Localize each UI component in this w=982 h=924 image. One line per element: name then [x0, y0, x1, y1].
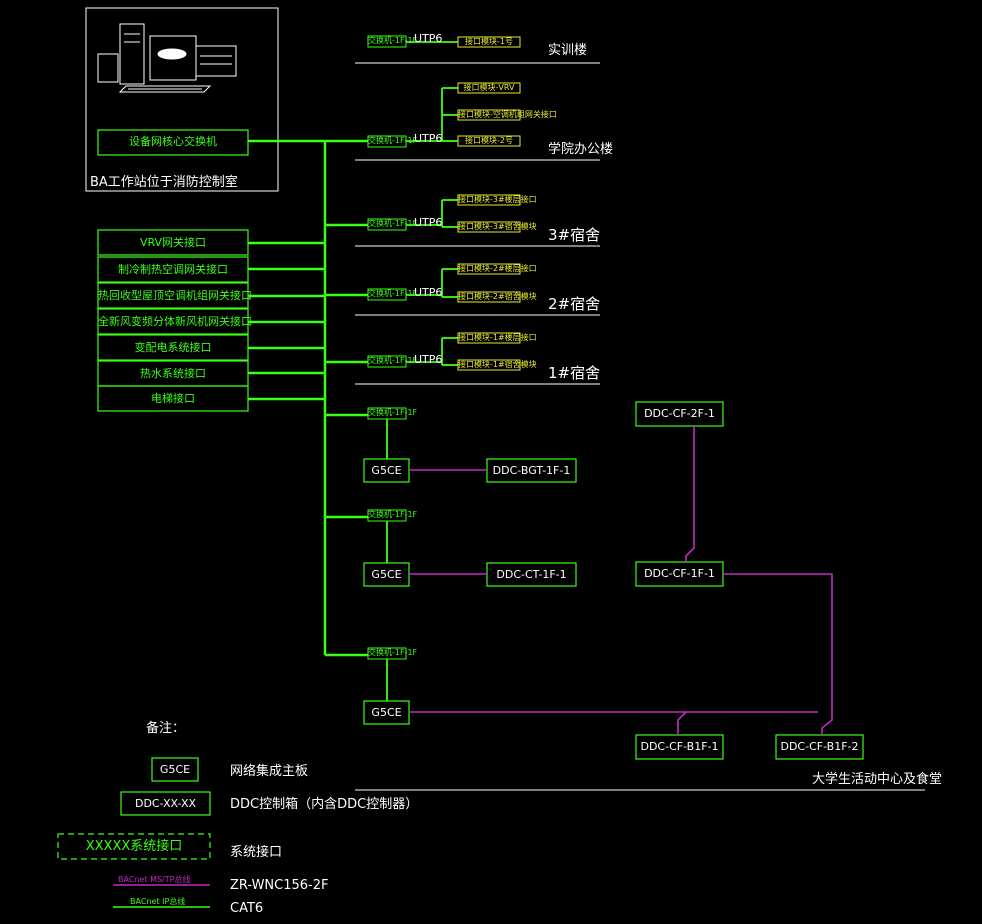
node-label: 接口模块-空调机组网关接口	[458, 110, 557, 119]
g5ce-label: G5CE	[371, 568, 402, 581]
building-switches	[367, 35, 407, 660]
ddc-label: DDC-CF-2F-1	[644, 407, 715, 420]
building-name: 实训楼	[548, 43, 588, 58]
building-switch-label: 交换机-1F-1F	[368, 356, 418, 365]
workstation-frame	[85, 7, 279, 192]
legend-mstp-desc: ZR-WNC156-2F	[230, 878, 329, 893]
gateway-elevator: 电梯接口	[151, 392, 195, 405]
gateway-hotwater: 热水系统接口	[140, 367, 206, 380]
legend-ddc-desc: DDC控制箱（内含DDC控制器）	[230, 797, 419, 812]
g5ce-switch-label: 交换机-1F-1F	[368, 510, 418, 519]
building-switch-label: 交换机-1F-1F	[368, 36, 418, 45]
node-label: 接口模块-1#楼层接口	[458, 333, 537, 342]
core-switch-label: 设备网核心交换机	[129, 135, 217, 148]
node-label: 接口模块-1#宿舍模块	[458, 360, 537, 369]
workstation-room-label: BA工作站位于消防控制室	[90, 175, 238, 190]
node-label: 接口模块-2#楼层接口	[458, 264, 537, 273]
building-underlines	[355, 62, 925, 791]
legend-ip-caption: BACnet IP总线	[130, 897, 186, 906]
building-name: 2#宿舍	[548, 295, 601, 313]
cat6-trunk	[248, 139, 368, 657]
g5ce-label: G5CE	[371, 706, 402, 719]
node-label: 接口模块-3#宿舍模块	[458, 222, 537, 231]
computer-icon	[97, 23, 237, 93]
yellow-node-boxes	[457, 36, 521, 371]
utp6-label: UTP6	[414, 286, 443, 299]
utp6-label: UTP6	[414, 216, 443, 229]
gateway-ac: 制冷制热空调网关接口	[118, 263, 228, 276]
utp6-label: UTP6	[414, 32, 443, 45]
building-name: 大学生活动中心及食堂	[812, 772, 943, 787]
legend-g5ce-desc: 网络集成主板	[230, 764, 309, 779]
legend-iface: XXXXX系统接口	[85, 839, 183, 854]
building-switch-label: 交换机-1F-1F	[368, 219, 418, 228]
legend-ip-desc: CAT6	[230, 901, 264, 916]
ddc-label: DDC-CF-1F-1	[644, 567, 715, 580]
gateway-power: 变配电系统接口	[134, 341, 212, 354]
utp6-label: UTP6	[414, 353, 443, 366]
g5ce-switch-label: 交换机-1F-1F	[368, 648, 418, 657]
legend-mstp-caption: BACnet MS/TP总线	[118, 875, 191, 884]
ddc-label: DDC-BGT-1F-1	[492, 464, 571, 477]
core-switch-box	[97, 129, 249, 156]
gateway-vrv: VRV网关接口	[139, 236, 207, 249]
legend-shapes	[57, 757, 211, 908]
ddc-label: DDC-CT-1F-1	[496, 568, 567, 581]
node-label: 接口模块-2#宿舍模块	[458, 292, 537, 301]
building-switch-label: 交换机-1F-1F	[368, 289, 418, 298]
building-name: 学院办公楼	[548, 142, 614, 157]
building-switch-label: 交换机-1F-1F	[368, 136, 418, 145]
node-label: 接口模块-1号	[465, 37, 513, 46]
gateway-freshair: 全新风变频分体新风机网关接口	[98, 315, 252, 328]
node-label: 接口模块-2号	[465, 136, 513, 145]
legend-ddc: DDC-XX-XX	[134, 797, 197, 810]
g5ce-switch-label: 交换机-1F-1F	[368, 408, 418, 417]
node-label: 接口模块-VRV	[463, 83, 515, 92]
ddc-label: DDC-CF-B1F-1	[640, 740, 719, 753]
legend-title: 备注：	[146, 721, 186, 736]
mstp-bus	[409, 426, 833, 735]
node-label: 接口模块-3#楼层接口	[458, 195, 537, 204]
building-links	[386, 41, 458, 701]
gateway-rooftop: 热回收型屋顶空调机组网关接口	[98, 289, 252, 302]
utp6-label: UTP6	[414, 132, 443, 145]
legend-g5ce: G5CE	[159, 763, 191, 776]
ddc-label: DDC-CF-B1F-2	[780, 740, 859, 753]
g5ce-label: G5CE	[371, 464, 402, 477]
building-name: 3#宿舍	[548, 226, 601, 244]
legend-iface-desc: 系统接口	[230, 845, 283, 860]
building-name: 1#宿舍	[548, 364, 601, 382]
